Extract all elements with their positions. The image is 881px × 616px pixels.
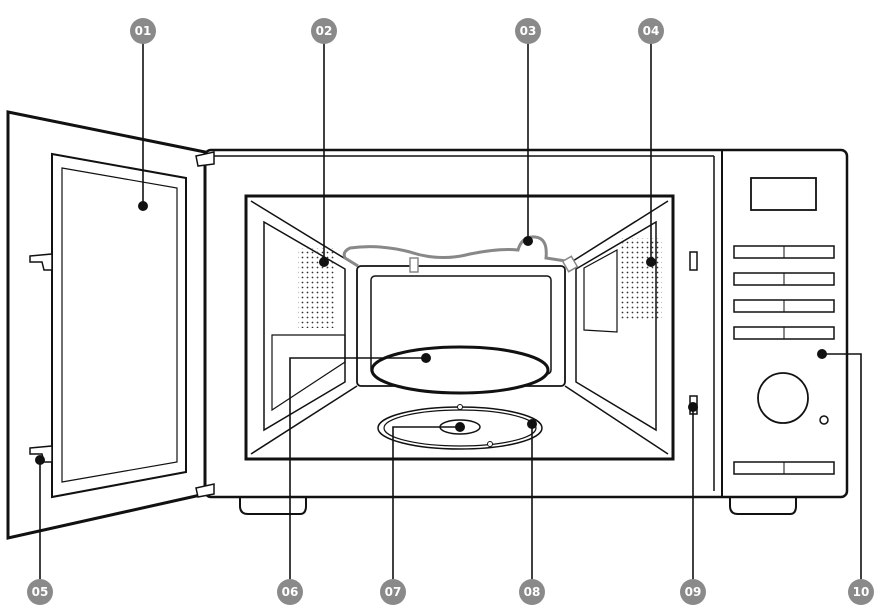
- callout-07: 07: [380, 579, 406, 605]
- right-vent: [620, 238, 662, 320]
- leader-dots: [35, 201, 827, 465]
- callout-01: 01: [130, 18, 156, 44]
- control-panel: [733, 177, 835, 475]
- oven-door: [6, 110, 215, 540]
- glass-tray: [370, 345, 550, 395]
- callout-08: 08: [519, 579, 545, 605]
- left-vent: [298, 248, 336, 328]
- callout-06: 06: [277, 579, 303, 605]
- dial-knob: [757, 372, 809, 424]
- callout-05: 05: [27, 579, 53, 605]
- grill-heater: [342, 235, 573, 268]
- callout-04: 04: [638, 18, 664, 44]
- callout-02: 02: [311, 18, 337, 44]
- callout-10: 10: [848, 579, 874, 605]
- callout-03: 03: [515, 18, 541, 44]
- oven-cavity: [244, 194, 675, 461]
- display-window: [750, 177, 817, 211]
- leader-lines: [39, 43, 862, 579]
- feet: [239, 497, 797, 515]
- callout-09: 09: [680, 579, 706, 605]
